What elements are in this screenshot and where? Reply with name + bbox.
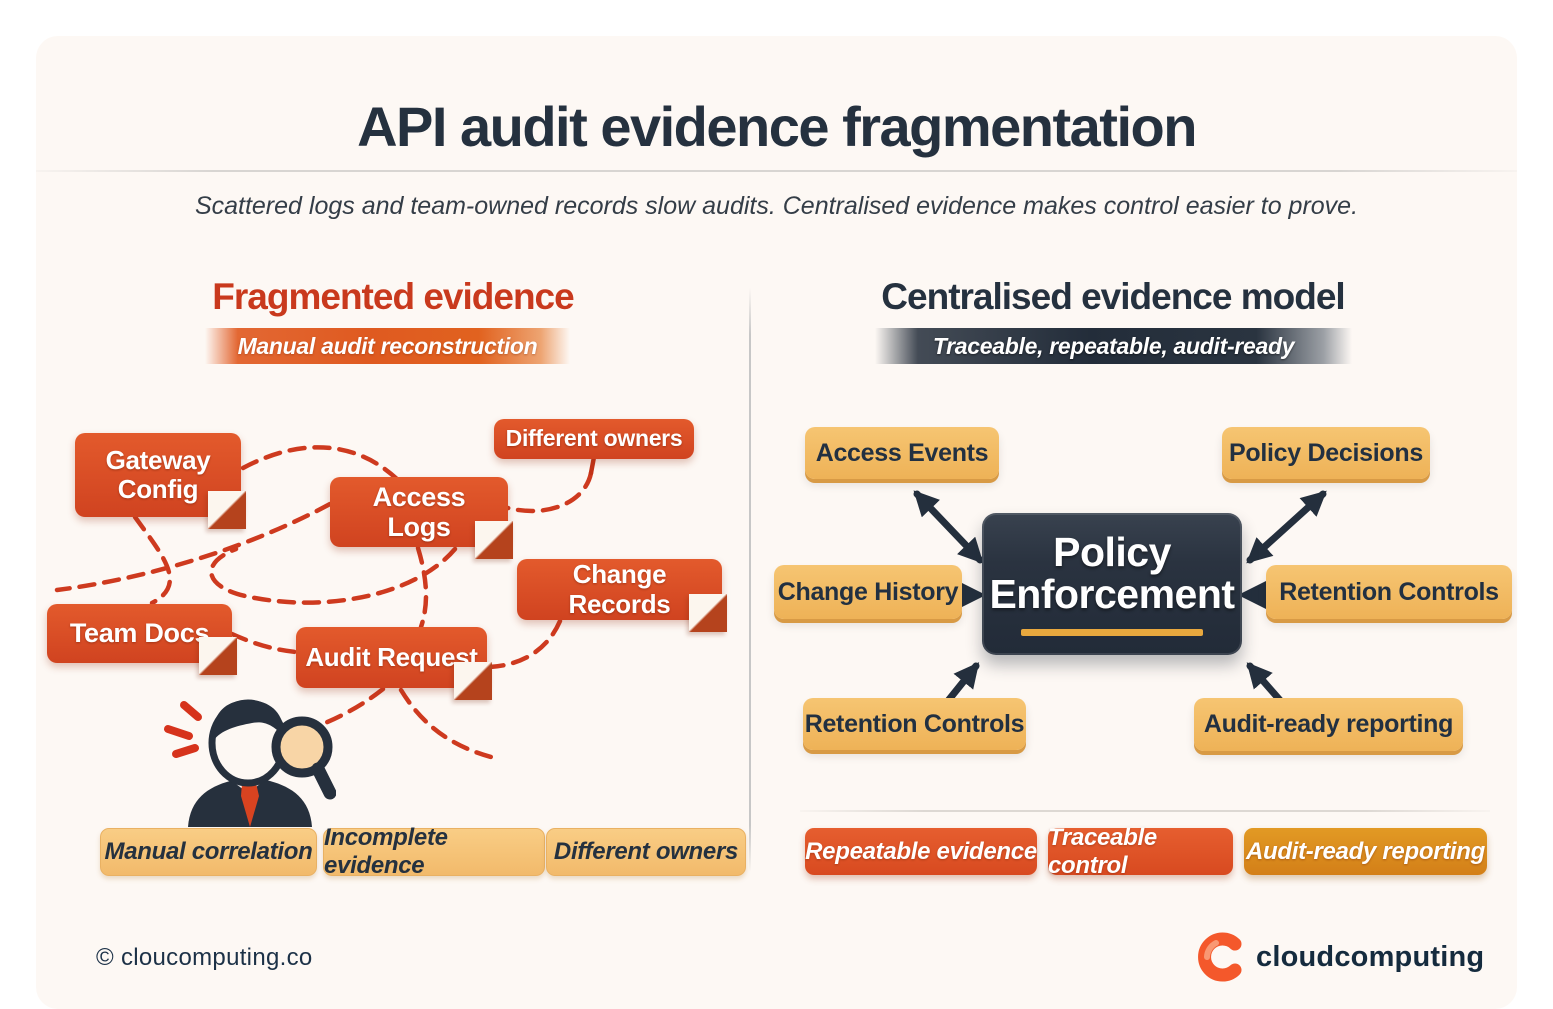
hub-underline (1021, 629, 1203, 637)
folded-corner-icon (689, 594, 727, 632)
right-banner-label: Traceable, repeatable, audit-ready (932, 332, 1295, 359)
left-section-heading: Fragmented evidence (212, 276, 574, 317)
box-label: Team Docs (69, 618, 210, 649)
page-title: API audit evidence fragmentation (357, 95, 1197, 158)
box-label: Policy Decisions (1229, 438, 1423, 467)
central-box-change-history: Change History (774, 565, 962, 619)
left-banner-label: Manual audit reconstruction (237, 332, 538, 359)
copyright-text: © cloucomputing.co (96, 944, 313, 971)
box-label: Change Records (568, 559, 671, 619)
left-tag-incomplete-evidence: Incomplete evidence (323, 824, 545, 879)
person-magnifier-icon (188, 699, 336, 827)
tag-label: Manual correlation (104, 838, 313, 865)
tag-label: Incomplete evidence (324, 824, 448, 879)
tag-label: Audit-ready reporting (1245, 837, 1486, 865)
box-label: Retention Controls (1279, 577, 1499, 606)
tag-label: Repeatable evidence (805, 837, 1037, 865)
brand-logo: cloudcomputing (1196, 932, 1484, 982)
box-label: Audit-ready reporting (1203, 710, 1454, 738)
folded-corner-icon (199, 637, 237, 675)
fragmented-box-gateway-config: Gateway Config (75, 433, 246, 529)
page-subtitle: Scattered logs and team-owned records sl… (194, 192, 1359, 220)
fragmented-box-different-owners: Different owners (494, 419, 694, 459)
fragmented-box-team-docs: Team Docs (47, 604, 237, 675)
central-box-retention-controls-bottom: Retention Controls (803, 698, 1026, 750)
folded-corner-icon (454, 662, 492, 700)
hub-label-line2: Enforcement (989, 570, 1235, 617)
title-divider (36, 170, 1517, 172)
hub-label-line1: Policy (1053, 528, 1171, 575)
left-tag-different-owners: Different owners (546, 828, 746, 876)
central-box-access-events: Access Events (805, 427, 999, 479)
right-tag-traceable-control: Traceable control (1048, 824, 1233, 879)
right-tag-audit-ready-reporting: Audit-ready reporting (1244, 828, 1487, 875)
brand-c-icon (1198, 932, 1242, 982)
fragmented-box-change-records: Change Records (517, 559, 727, 632)
tag-label: Traceable control (1048, 823, 1157, 879)
connector-stem (588, 454, 597, 476)
right-section-heading: Centralised evidence model (881, 276, 1345, 317)
fragmented-box-access-logs: Access Logs (330, 477, 513, 559)
box-label: Change History (777, 577, 959, 606)
policy-enforcement-hub: Policy Enforcement (982, 513, 1242, 655)
column-divider (749, 288, 751, 872)
box-label: Gateway Config (105, 444, 211, 504)
central-box-audit-ready-reporting: Audit-ready reporting (1194, 698, 1463, 751)
tag-label: Different owners (553, 838, 739, 865)
box-label: Audit Request (305, 641, 478, 672)
infographic-card: API audit evidence fragmentation Scatter… (36, 36, 1517, 1009)
folded-corner-icon (208, 491, 246, 529)
left-section-banner: Manual audit reconstruction (205, 328, 570, 364)
fragmented-box-audit-request: Audit Request (296, 627, 492, 700)
box-label: Retention Controls (804, 709, 1025, 738)
brand-name: cloudcomputing (1256, 940, 1485, 973)
right-tag-repeatable-evidence: Repeatable evidence (805, 828, 1037, 875)
central-box-policy-decisions: Policy Decisions (1222, 427, 1430, 479)
left-tag-manual-correlation: Manual correlation (100, 828, 317, 876)
box-label: Different owners (505, 425, 683, 452)
right-footer-divider (800, 810, 1490, 812)
box-label: Access Logs (372, 481, 466, 542)
right-section-banner: Traceable, repeatable, audit-ready (875, 328, 1352, 364)
central-box-retention-controls-right: Retention Controls (1266, 565, 1512, 619)
folded-corner-icon (475, 521, 513, 559)
box-label: Access Events (815, 438, 989, 467)
